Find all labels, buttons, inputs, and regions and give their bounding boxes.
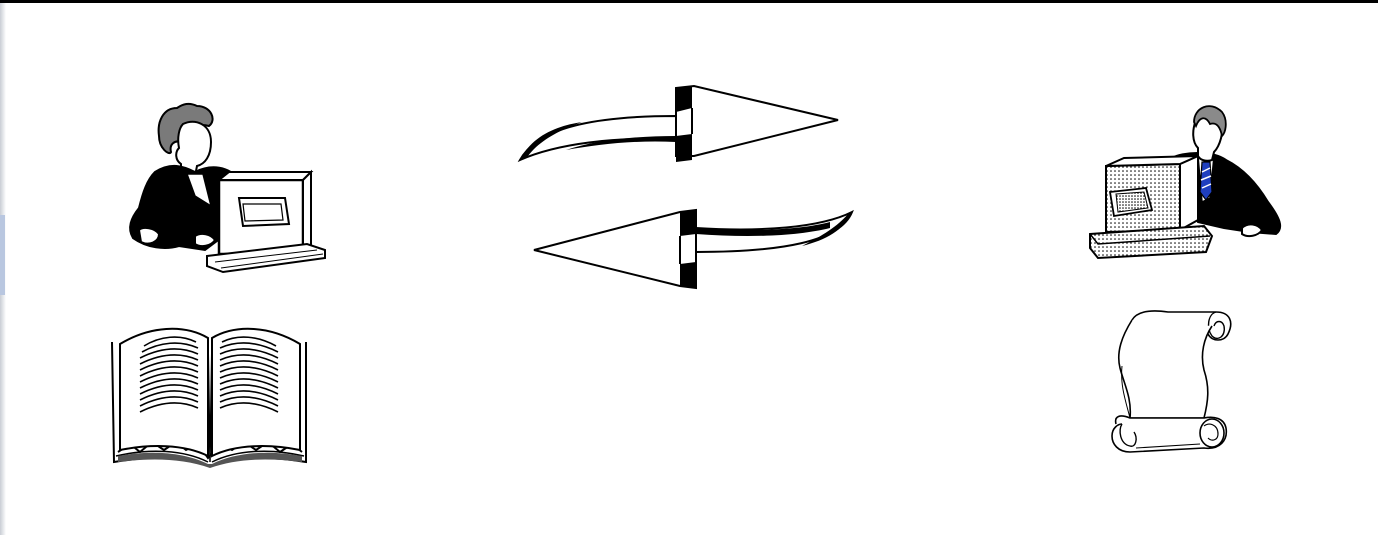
woman-at-computer-icon xyxy=(125,100,335,280)
window-left-edge-mark xyxy=(0,215,5,295)
arrow-right-icon xyxy=(516,84,846,166)
open-book-icon xyxy=(110,316,310,471)
window-top-border xyxy=(0,0,1378,3)
arrow-left-icon xyxy=(530,208,860,292)
scroll-icon xyxy=(1108,306,1238,458)
man-at-computer-icon xyxy=(1086,102,1286,264)
